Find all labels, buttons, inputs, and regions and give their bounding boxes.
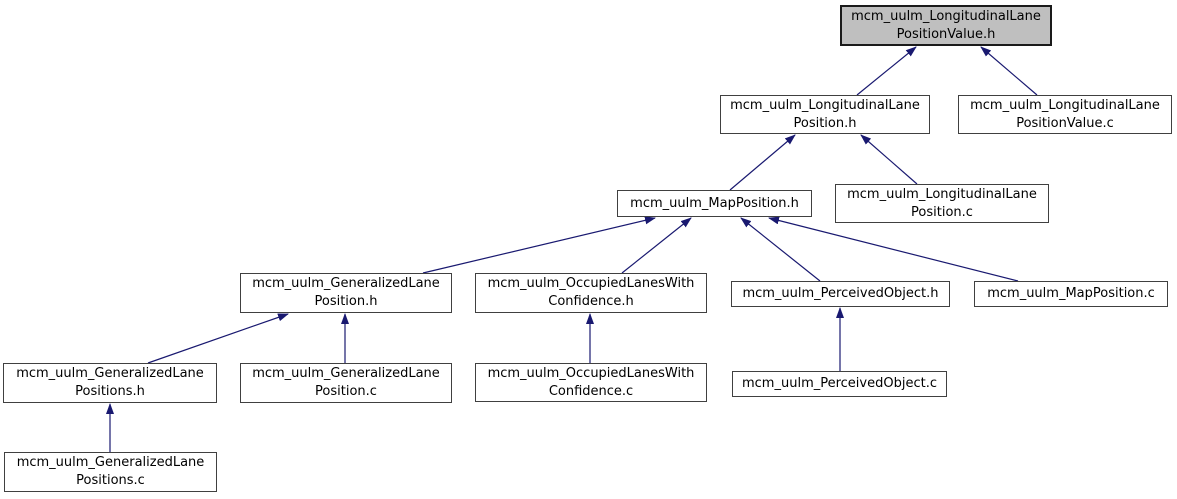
node-label-line: mcm_uulm_MapPosition.h [630, 195, 799, 211]
node-label-line: Position.c [911, 204, 973, 220]
node-perceived-object-h[interactable]: mcm_uulm_PerceivedObject.h [731, 281, 950, 307]
edge-map-position-c-to-map-position-h [768, 216, 1019, 282]
node-label-line: mcm_uulm_LongitudinalLane [970, 97, 1160, 113]
edge-generalized-lane-positions-h-to-generalized-lane-position-h [147, 313, 289, 364]
node-label-line: mcm_uulm_GeneralizedLane [16, 366, 204, 382]
node-label-line: PositionValue.c [1016, 115, 1114, 131]
node-label-line: mcm_uulm_LongitudinalLane [730, 97, 920, 113]
node-label-line: mcm_uulm_LongitudinalLane [851, 8, 1041, 24]
edge-longitudinal-lane-position-c-to-longitudinal-lane-position-h [860, 134, 918, 185]
node-perceived-object-c[interactable]: mcm_uulm_PerceivedObject.c [732, 371, 947, 397]
node-label-line: mcm_uulm_OccupiedLanesWith [487, 276, 695, 292]
node-label-line: mcm_uulm_LongitudinalLane [847, 186, 1037, 202]
node-label-line: Position.h [793, 115, 857, 131]
node-label-line: mcm_uulm_GeneralizedLane [16, 455, 205, 471]
edge-perceived-object-h-to-map-position-h [740, 217, 821, 282]
node-label-line: PositionValue.h [896, 26, 996, 42]
node-label-line: Positions.c [76, 473, 145, 488]
node-label-line: mcm_uulm_GeneralizedLane [252, 276, 440, 292]
edge-longitudinal-lane-position-value-c-to-longitudinal-lane-position-value-h [980, 46, 1038, 96]
edge-map-position-h-to-longitudinal-lane-position-h [729, 134, 796, 191]
node-label-line: mcm_uulm_PerceivedObject.h [742, 286, 939, 302]
node-label-line: Confidence.h [548, 294, 634, 309]
node-label-line: Positions.h [75, 384, 145, 399]
edge-longitudinal-lane-position-h-to-longitudinal-lane-position-value-h [856, 46, 917, 96]
edge-generalized-lane-position-h-to-map-position-h [422, 216, 656, 274]
node-map-position-c[interactable]: mcm_uulm_MapPosition.c [974, 281, 1168, 307]
node-label-line: Position.c [315, 384, 377, 399]
node-label-line: mcm_uulm_MapPosition.c [987, 286, 1155, 302]
edge-occupied-lanes-with-confidence-h-to-map-position-h [621, 217, 692, 274]
node-map-position-h[interactable]: mcm_uulm_MapPosition.h [617, 190, 812, 217]
node-label-line: Position.h [314, 294, 378, 309]
node-label-line: mcm_uulm_OccupiedLanesWith [487, 365, 695, 381]
node-label-line: mcm_uulm_GeneralizedLane [252, 366, 440, 382]
node-label-line: mcm_uulm_PerceivedObject.c [742, 376, 937, 392]
node-label-line: Confidence.c [548, 383, 634, 399]
